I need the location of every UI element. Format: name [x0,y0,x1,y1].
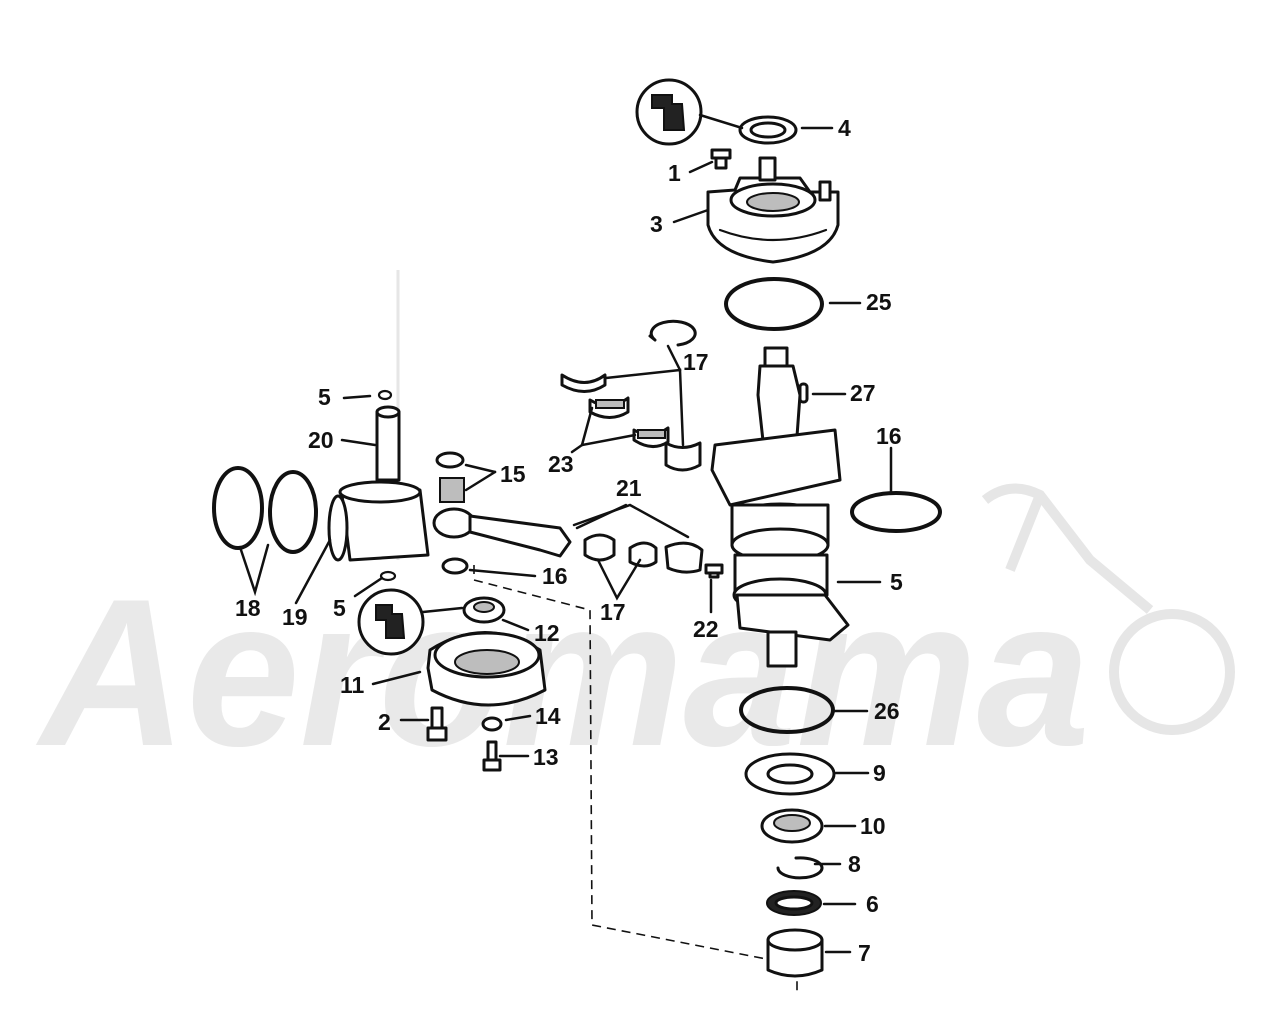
part-19-bearing-cages [583,533,658,568]
part-17-bearing-lower [441,557,469,575]
part-12-lower-housing [426,631,547,707]
callout-25: 23 [548,451,574,477]
callout-5-lower: 5 [333,595,346,621]
callout-15: 14 [535,703,561,729]
sealant-symbol-lower-icon [357,588,464,656]
watermark: Aeromama [35,270,1235,790]
callout-24: 22 [693,616,719,642]
part-11-ball-bearing [760,808,824,844]
part-3-upper-housing [706,156,840,264]
watermark-text: Aeromama [35,555,1090,790]
callout-12: 11 [340,672,365,698]
callout-labels: 4 1 3 25 17 27 16 23 5 20 15 21 5 16 18 … [235,115,903,966]
callout-16: 16 [876,423,902,449]
part-13-seal [462,596,506,624]
part-18-retaining-ring [648,319,697,347]
part-22-wrist-pin [375,405,401,482]
part-2-screw [426,706,448,742]
callout-27: 27 [850,380,876,406]
callout-22: 20 [308,427,334,453]
part-18-bearing-half [664,441,702,472]
callout-8: 7 [858,940,871,966]
part-26-o-ring-lower [739,686,835,734]
part-6-crankshaft [710,346,850,668]
callout-17-upper: 15 [500,461,526,487]
part-26-o-ring-upper [724,277,824,331]
part-15-washer [481,716,503,732]
callout-18: 17 [683,349,709,375]
callout-23: 21 [616,475,642,501]
part-7-seal [766,890,822,916]
part-24-screw [704,563,724,579]
watermark-frame [981,483,1154,614]
callout-19: 17 [600,599,626,625]
callout-17-lower: 16 [542,563,568,589]
sealant-symbol-icon [635,78,744,146]
part-14-screw [482,740,502,772]
part-10-washer [744,752,836,796]
callout-4: 4 [838,115,851,141]
part-4-seal [738,115,798,145]
callout-1: 1 [668,160,681,186]
part-20-piston-rings [212,466,318,554]
callout-26-lower: 26 [874,698,900,724]
callout-7: 6 [866,891,879,917]
part-8-sleeve [766,928,824,978]
callout-3: 3 [650,211,663,237]
callout-9: 8 [848,851,861,877]
part-25-bearing-cages [560,373,670,448]
part-23-rod-cap [664,541,704,574]
part-9-snap-ring [776,856,824,880]
watermark-wheel [1109,609,1235,735]
callout-10: 9 [873,760,886,786]
callout-13: 12 [534,620,560,646]
part-17-bearing-upper [435,451,465,503]
part-1-screw [710,148,732,170]
callout-11: 10 [860,813,886,839]
part-5-clip-upper [377,389,393,401]
part-connecting-rod [432,507,572,558]
part-16-ring [850,491,942,533]
callout-5-upper: 5 [318,384,331,410]
callout-20: 18 [235,595,261,621]
part-5-clip-lower [379,570,397,582]
callout-6: 5 [890,569,903,595]
leader-lines [238,126,893,954]
callout-14: 13 [533,744,559,770]
callout-2: 2 [378,709,391,735]
part-21-piston [327,480,430,562]
callout-21: 19 [282,604,308,630]
callout-26-upper: 25 [866,289,892,315]
